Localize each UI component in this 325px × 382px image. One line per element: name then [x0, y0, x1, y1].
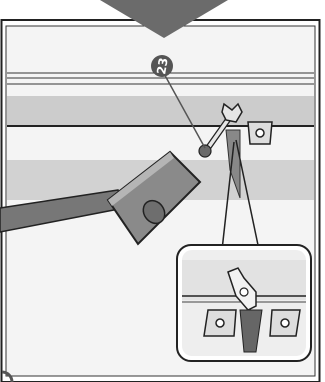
mounting-bracket-icon	[248, 122, 272, 144]
inset-bracket-right-hole	[281, 319, 289, 327]
callout-number: 23	[154, 57, 171, 76]
inset-clip-hole	[240, 288, 248, 296]
inset-bracket-left-hole	[216, 319, 224, 327]
